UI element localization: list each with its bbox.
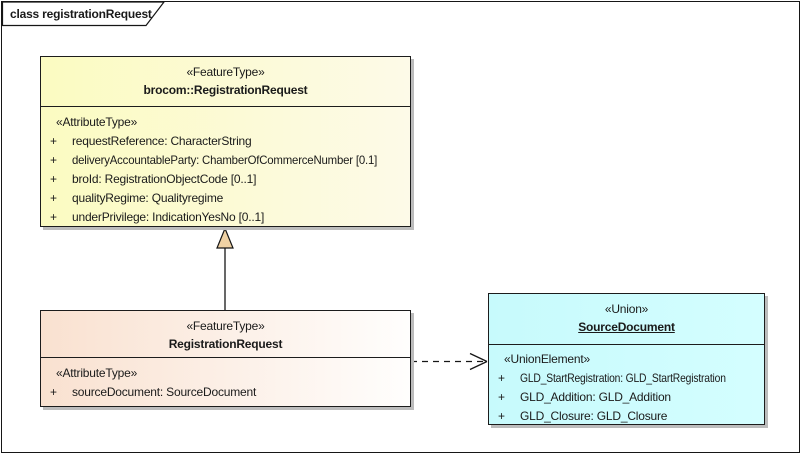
dependency-connector[interactable] (411, 352, 488, 371)
class-header: «FeatureType» RegistrationRequest (41, 311, 410, 358)
attribute-text: underPrivilege: IndicationYesNo [0..1] (72, 210, 265, 224)
attribute-text: GLD_StartRegistration: GLD_StartRegistra… (520, 371, 726, 385)
stereotype-label: «FeatureType» (186, 319, 265, 333)
visibility-plus: + (498, 390, 505, 404)
frame-tab-shape (1, 1, 166, 27)
attribute-text: sourceDocument: SourceDocument (72, 385, 257, 399)
generalization-triangle-icon (216, 226, 234, 249)
class-name: SourceDocument (578, 320, 675, 334)
attribute-row[interactable]: + GLD_StartRegistration: GLD_StartRegist… (489, 369, 764, 388)
compartment-stereotype: «AttributeType» (56, 115, 138, 129)
visibility-plus: + (50, 191, 57, 205)
attribute-text: requestReference: CharacterString (72, 134, 252, 148)
visibility-plus: + (50, 172, 57, 186)
attribute-text: broId: RegistrationObjectCode [0..1] (72, 172, 257, 186)
attribute-row[interactable]: + requestReference: CharacterString (41, 132, 410, 151)
attribute-text: deliveryAccountableParty: ChamberOfComme… (72, 153, 378, 167)
open-arrowhead-icon (469, 352, 488, 371)
attribute-row[interactable]: + GLD_Closure: GLD_Closure (489, 407, 764, 426)
attribute-text: GLD_Addition: GLD_Addition (520, 390, 671, 404)
attribute-text: qualityRegime: Qualityregime (72, 191, 224, 205)
class-header: «FeatureType» brocom::RegistrationReques… (41, 57, 410, 107)
class-header: «Union» SourceDocument (489, 294, 764, 345)
stereotype-label: «FeatureType» (186, 65, 265, 79)
attribute-row[interactable]: + deliveryAccountableParty: ChamberOfCom… (41, 151, 410, 170)
class-registrationrequest[interactable]: «FeatureType» RegistrationRequest «Attri… (40, 310, 411, 407)
attribute-row[interactable]: + sourceDocument: SourceDocument (41, 383, 410, 402)
frame-tab-label: class registrationRequest (10, 7, 152, 21)
attributes-compartment: «UnionElement» + GLD_StartRegistration: … (489, 345, 764, 426)
attributes-compartment: «AttributeType» + sourceDocument: Source… (41, 358, 410, 402)
attribute-row[interactable]: + underPrivilege: IndicationYesNo [0..1] (41, 208, 410, 227)
visibility-plus: + (498, 371, 505, 385)
class-name: brocom::RegistrationRequest (143, 83, 308, 97)
visibility-plus: + (50, 385, 57, 399)
attributes-compartment: «AttributeType» + requestReference: Char… (41, 107, 410, 227)
class-brocom-registrationrequest[interactable]: «FeatureType» brocom::RegistrationReques… (40, 56, 411, 227)
attribute-row[interactable]: + qualityRegime: Qualityregime (41, 189, 410, 208)
visibility-plus: + (50, 134, 57, 148)
attribute-text: GLD_Closure: GLD_Closure (520, 409, 668, 423)
visibility-plus: + (50, 153, 57, 167)
generalization-connector[interactable] (216, 226, 234, 311)
compartment-stereotype: «AttributeType» (56, 366, 138, 380)
class-name: RegistrationRequest (168, 337, 283, 351)
compartment-stereotype: «UnionElement» (504, 352, 590, 366)
class-sourcedocument[interactable]: «Union» SourceDocument «UnionElement» + … (488, 293, 765, 425)
attribute-row[interactable]: + GLD_Addition: GLD_Addition (489, 388, 764, 407)
visibility-plus: + (50, 210, 57, 224)
visibility-plus: + (498, 409, 505, 423)
stereotype-label: «Union» (604, 302, 649, 316)
attribute-row[interactable]: + broId: RegistrationObjectCode [0..1] (41, 170, 410, 189)
